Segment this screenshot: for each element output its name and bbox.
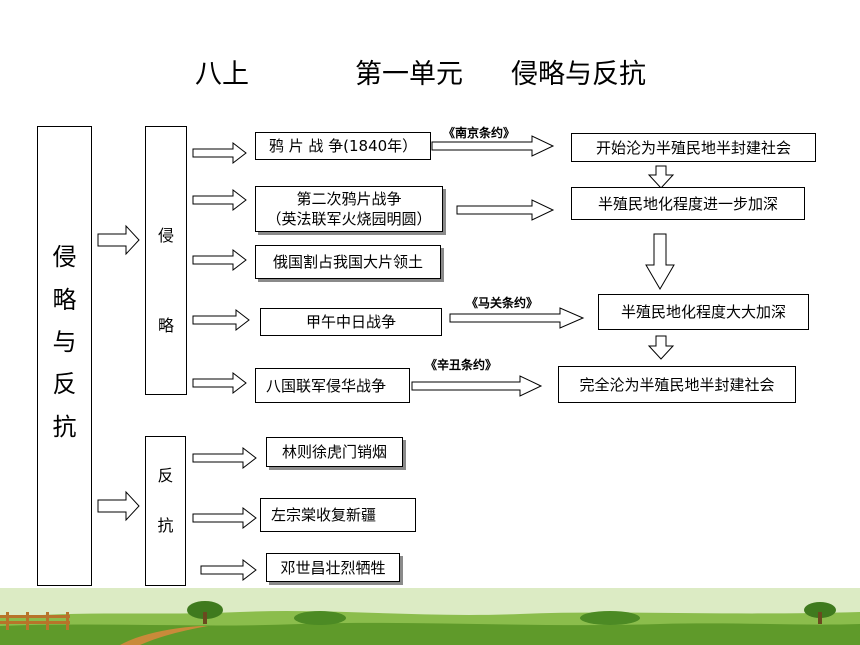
main-char-3: 与 [52, 328, 77, 356]
page-title: 八上 第一单元 侵略与反抗 [0, 52, 860, 96]
event-eight-nation-alliance-label: 八国联军侵华战争 [266, 376, 387, 395]
result-greatly-deepened-label: 半殖民地化程度大大加深 [620, 303, 786, 321]
result-begin-semicolonial-label: 开始沦为半殖民地半封建社会 [595, 138, 791, 157]
down-arrow-3 [647, 335, 675, 360]
arrow-to-opium-war [192, 141, 247, 165]
main-char-2: 略 [52, 286, 77, 314]
title-grade: 八上 [195, 59, 249, 90]
landscape-trees [187, 601, 836, 625]
main-box: 侵 略 与 反 抗 [37, 126, 92, 586]
result-fully-semicolonial: 完全沦为半殖民地半封建社会 [558, 366, 796, 403]
arrow-to-eight-nation [192, 371, 247, 395]
treaty-nanjing: 《南京条约》 [443, 126, 516, 140]
aggression-char-1: 侵 [157, 226, 174, 245]
landscape-decoration [0, 588, 860, 645]
arrow-main-to-resistance [97, 490, 140, 522]
arrow-second-opium-result [456, 199, 555, 221]
resistance-char-1: 反 [157, 466, 174, 485]
arrow-to-linzexu [192, 446, 257, 470]
arrow-xinchou-treaty [411, 375, 543, 397]
result-greatly-deepened: 半殖民地化程度大大加深 [598, 294, 809, 330]
aggression-char-2: 略 [157, 316, 174, 335]
arrow-nanjing-treaty [431, 135, 555, 157]
arrow-to-zuozongtang [192, 506, 257, 530]
result-further-deepened-label: 半殖民地化程度进一步加深 [597, 194, 778, 213]
event-sino-japanese-war-label: 甲午中日战争 [305, 313, 396, 331]
event-russia-land-label: 俄国割占我国大片领土 [272, 253, 423, 271]
resistance-char-2: 抗 [157, 516, 174, 535]
down-arrow-2 [645, 233, 675, 290]
aggression-box: 侵 略 [145, 126, 187, 395]
resist-linzexu-label: 林则徐虎门销烟 [281, 443, 387, 461]
resist-zuozongtang-label: 左宗棠收复新疆 [271, 506, 377, 524]
down-arrow-1 [647, 165, 675, 189]
resist-dengshichang-label: 邓世昌壮烈牺牲 [280, 558, 386, 577]
event-second-opium-war-line2: （英法联军火烧园明圆） [266, 210, 432, 228]
result-further-deepened: 半殖民地化程度进一步加深 [571, 187, 805, 220]
arrow-main-to-aggression [97, 224, 140, 256]
treaty-xinchou: 《辛丑条约》 [425, 358, 498, 372]
arrow-to-russia [192, 248, 247, 272]
resistance-box: 反 抗 [145, 436, 186, 586]
landscape-path [120, 626, 208, 645]
title-unit: 第一单元 [355, 59, 463, 90]
event-eight-nation-alliance: 八国联军侵华战争 [255, 368, 410, 403]
landscape-grass [0, 622, 860, 645]
main-char-4: 反 [52, 370, 77, 398]
event-russia-land: 俄国割占我国大片领土 [255, 245, 441, 279]
result-begin-semicolonial: 开始沦为半殖民地半封建社会 [571, 133, 816, 162]
event-second-opium-war: 第二次鸦片战争 （英法联军火烧园明圆） [255, 186, 443, 232]
arrow-to-dengshichang [200, 558, 257, 582]
resist-zuozongtang: 左宗棠收复新疆 [260, 498, 416, 532]
title-theme: 侵略与反抗 [511, 59, 646, 90]
main-char-1: 侵 [52, 243, 77, 271]
arrow-to-sino-japanese-war [192, 308, 250, 332]
event-second-opium-war-line1: 第二次鸦片战争 [296, 190, 402, 208]
event-opium-war: 鸦 片 战 争(1840年） [255, 132, 431, 160]
treaty-maguan: 《马关条约》 [466, 296, 539, 310]
resist-dengshichang: 邓世昌壮烈牺牲 [266, 553, 400, 582]
event-opium-war-label: 鸦 片 战 争(1840年） [268, 137, 418, 155]
landscape-fence [0, 612, 70, 630]
result-fully-semicolonial-label: 完全沦为半殖民地半封建社会 [579, 375, 775, 394]
arrow-to-second-opium-war [192, 188, 247, 212]
arrow-maguan-treaty [449, 307, 585, 329]
resist-linzexu: 林则徐虎门销烟 [266, 437, 403, 467]
event-sino-japanese-war: 甲午中日战争 [260, 308, 442, 336]
main-char-5: 抗 [52, 413, 77, 441]
